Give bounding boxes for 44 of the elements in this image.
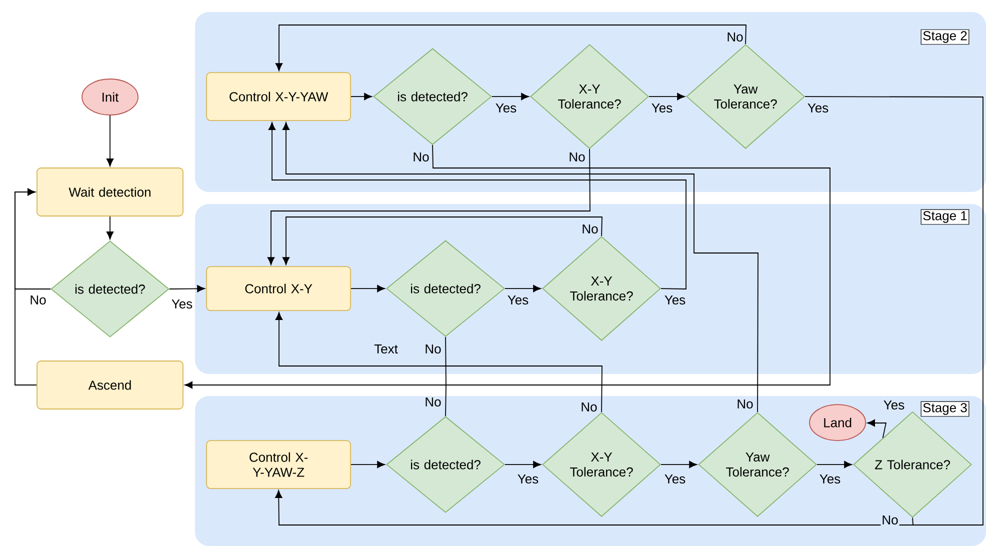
arrow: [275, 312, 602, 412]
stage-label: Stage 3: [920, 401, 970, 417]
edge-label: No: [880, 514, 900, 526]
arrow: [660, 460, 697, 468]
arrow: [282, 122, 758, 412]
arrow: [504, 284, 541, 292]
edge-label: Yes: [170, 298, 194, 310]
stage-label: Stage 2: [920, 29, 970, 45]
arrow: [282, 216, 602, 265]
terminal-oval: Land: [809, 404, 866, 441]
stage-label: Stage 1: [920, 209, 970, 225]
process-box: Ascend: [36, 360, 184, 410]
edge-label: No: [412, 151, 430, 163]
text-label: Text: [374, 344, 398, 354]
edge-label: No: [424, 343, 442, 355]
edge-label: No: [424, 396, 442, 408]
arrow: [184, 381, 446, 389]
terminal-oval: Init: [82, 78, 138, 116]
edge-label: No: [568, 151, 586, 163]
process-box: Wait detection: [36, 168, 184, 216]
arrow: [106, 115, 114, 166]
edge-label: No: [736, 398, 754, 410]
arrow: [169, 285, 205, 292]
arrow: [492, 92, 529, 100]
arrow: [268, 122, 686, 290]
edge-label: No: [28, 294, 48, 306]
edge-label: No: [580, 223, 600, 235]
arrow: [648, 92, 685, 100]
arrow: [275, 490, 914, 526]
arrow: [350, 284, 385, 292]
process-box: Control X-Y-YAW: [206, 72, 351, 121]
arrow: [867, 419, 887, 438]
arrow: [106, 216, 114, 240]
edge-label: No: [726, 31, 744, 43]
edge-label: No: [580, 401, 598, 413]
arrow: [350, 460, 385, 468]
arrow: [816, 460, 852, 468]
arrow: [504, 460, 541, 468]
arrow: [14, 188, 38, 386]
process-box: Control X-Y-YAW-Z: [206, 440, 351, 489]
arrow: [350, 92, 372, 100]
arrow: [267, 148, 590, 265]
process-box: Control X-Y: [206, 266, 351, 311]
arrow: [275, 24, 746, 71]
